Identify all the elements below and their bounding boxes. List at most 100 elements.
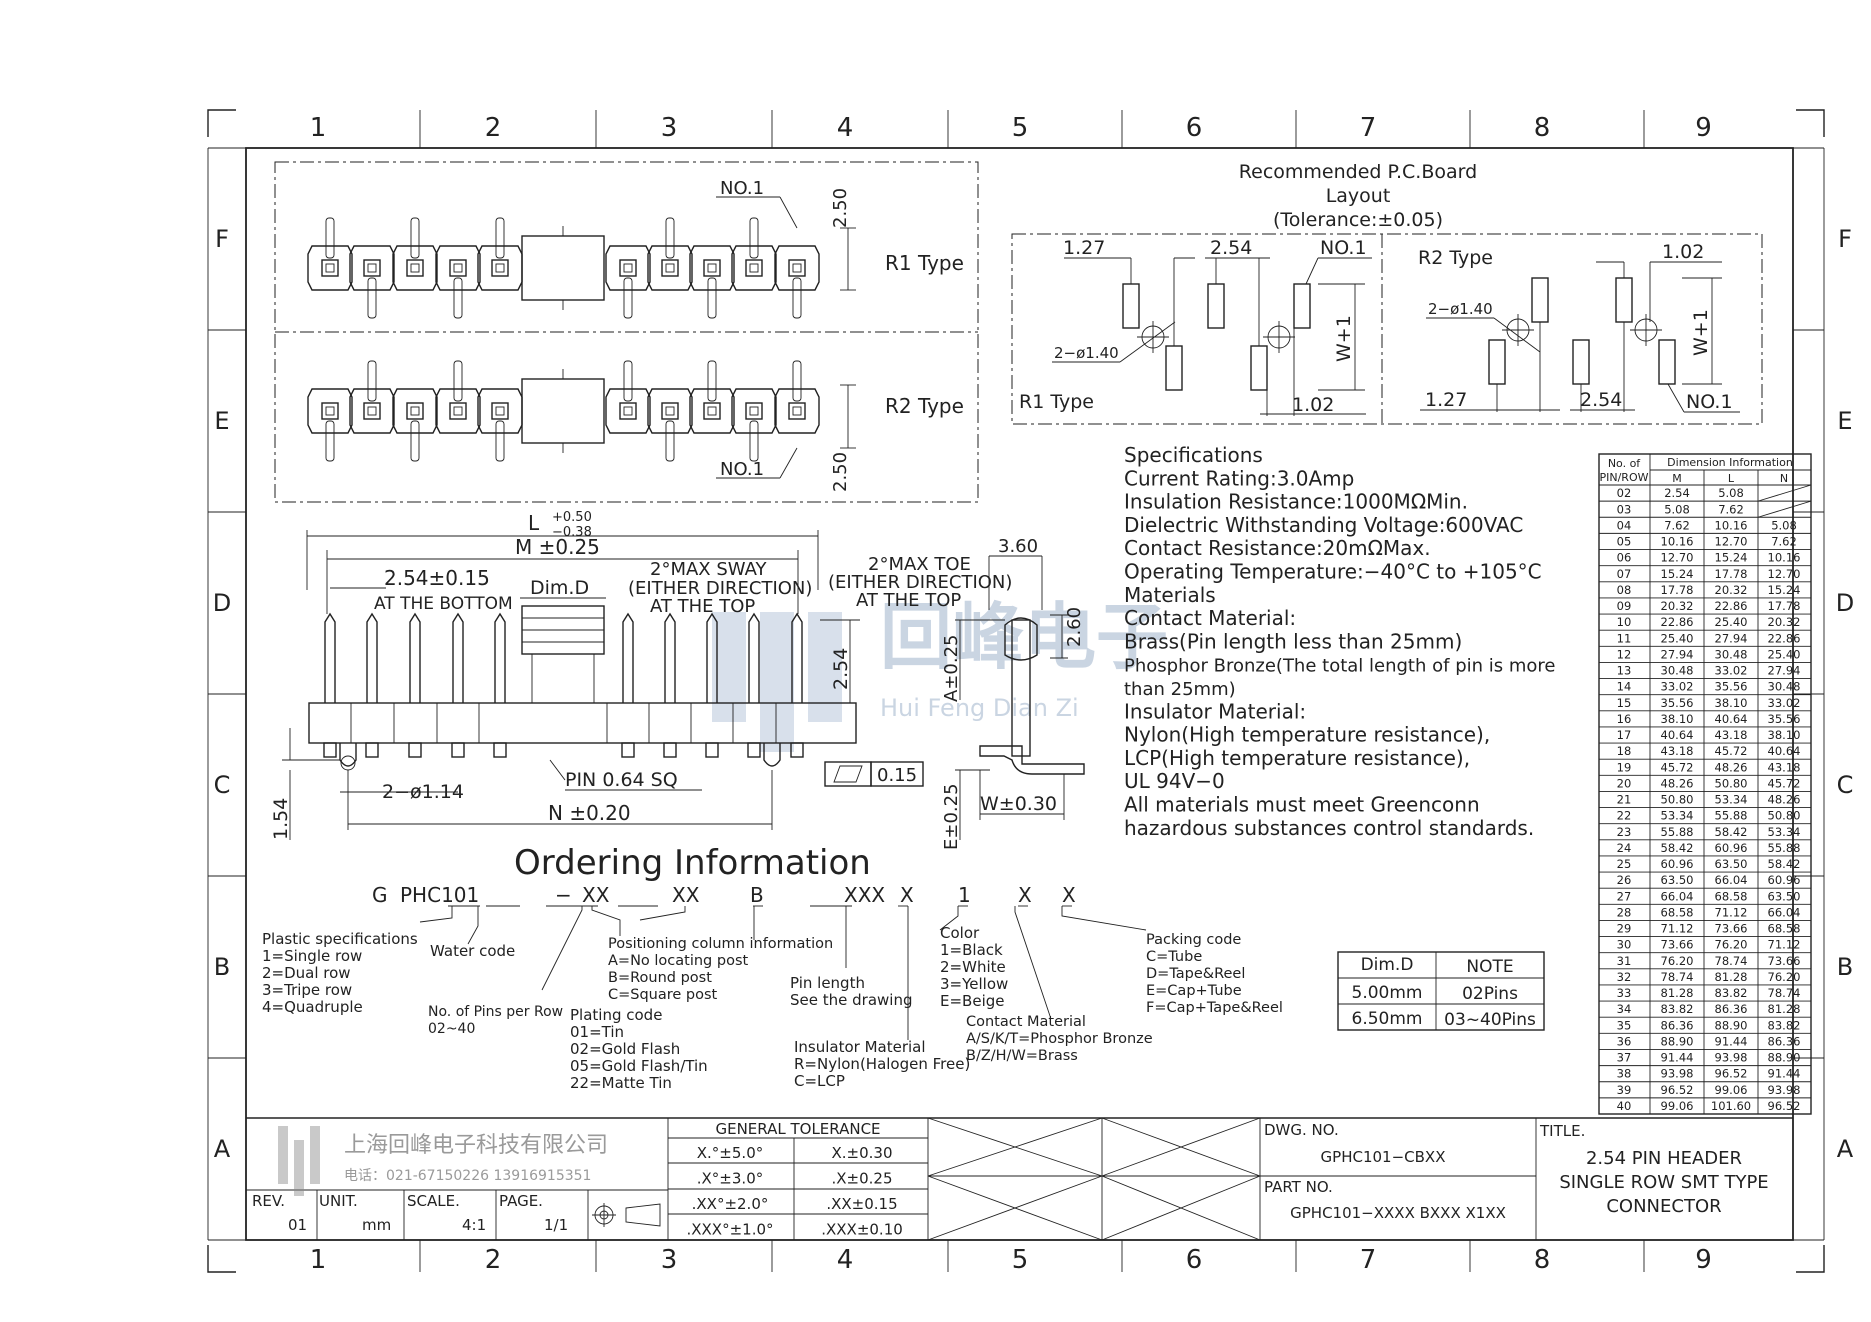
order-code-part: XX [582, 883, 610, 907]
top-view: R1 Type R2 Type NO.1 NO.1 2.50 2.50 [274, 161, 979, 503]
pin-body [731, 245, 777, 291]
row-label-left: F [215, 225, 229, 253]
column-label-bottom: 7 [1360, 1245, 1377, 1275]
dim-2-50-bottom: 2.50 [830, 452, 851, 492]
dim-table-cell: 60.96 [1768, 873, 1801, 887]
dim-table-cell: 20.32 [1661, 599, 1694, 613]
pin-lead [623, 277, 633, 319]
pcb-r2-1-02: 1.02 [1662, 241, 1704, 263]
pin-body [689, 245, 735, 291]
order-text: A=No locating post [608, 953, 749, 969]
dim-m: M ±0.25 [515, 535, 600, 559]
pin-square-inner [410, 263, 420, 273]
pin-lead [749, 420, 759, 462]
pin-tail [747, 742, 761, 758]
sway-line-1: 2°MAX SWAY [650, 559, 768, 580]
dim-table-cell: 10 [1617, 615, 1632, 629]
dim-table-cell: 30 [1617, 938, 1632, 952]
dwg-number: GPHC101−CBXX [1321, 1148, 1446, 1166]
dim-table-cell: 06 [1617, 551, 1632, 565]
dim-table-cell: 02 [1617, 486, 1632, 500]
dim-table-cell: 81.28 [1661, 986, 1694, 1000]
dim-table-cell: 60.96 [1661, 857, 1694, 871]
locating-block [521, 235, 605, 301]
dim-table-cell: 19 [1617, 760, 1632, 774]
order-text: Insulator Material [794, 1038, 926, 1056]
dim-table-cell: 30.48 [1768, 680, 1801, 694]
company-logo [278, 1126, 320, 1196]
pin-square-inner [410, 406, 420, 416]
dim-table-cell: 33.02 [1661, 680, 1694, 694]
pin-body [349, 245, 395, 291]
pcb-r1-w1: W+1 [1333, 315, 1355, 362]
dim-table-cell: 66.04 [1661, 889, 1694, 903]
dim-table-cell: 16 [1617, 712, 1632, 726]
watermark-en: Hui Feng Dian Zi [880, 694, 1079, 722]
dim-table-cell: 15.24 [1661, 567, 1694, 581]
pin-square [619, 259, 637, 277]
pin-body [307, 388, 353, 434]
column-label-top: 6 [1186, 113, 1203, 143]
pin-square [661, 259, 679, 277]
dim-table-h-pin2: PIN/ROW [1600, 471, 1649, 484]
row-label-right: D [1836, 589, 1854, 617]
pin-body [477, 245, 523, 291]
dim-table-cell: 66.04 [1768, 905, 1801, 919]
dimd-h2: NOTE [1466, 957, 1513, 977]
side-pin [748, 612, 760, 703]
order-text: C=Tube [1146, 949, 1202, 965]
dim-table-cell: 88.90 [1768, 1051, 1801, 1065]
order-text: 1=Single row [262, 947, 362, 965]
pin-body [689, 388, 735, 434]
tolerance-linear: X.±0.30 [831, 1144, 892, 1162]
pin-body [774, 388, 820, 434]
order-text: C=Square post [608, 987, 718, 1003]
title-line-1: 2.54 PIN HEADER [1586, 1148, 1742, 1169]
pin-lead [325, 420, 335, 462]
order-text: 02=Gold Flash [570, 1040, 680, 1058]
dim-table-cell: 34 [1617, 1002, 1632, 1016]
spec-line: Operating Temperature:−40°C to +105°C [1124, 560, 1542, 584]
order-code-part: B [750, 883, 764, 907]
pcb-r1-2-54: 2.54 [1210, 237, 1252, 259]
pcb-r1-label: R1 Type [1019, 391, 1094, 413]
dim-table-cell: 43.18 [1661, 744, 1694, 758]
dim-table-cell: 12 [1617, 647, 1632, 661]
pin-tail [451, 742, 465, 758]
dim-table-cell: 76.20 [1661, 954, 1694, 968]
side-pin [791, 612, 803, 703]
dim-table-cell: 13 [1617, 664, 1632, 678]
pin-square [449, 402, 467, 420]
spec-line: Current Rating:3.0Amp [1124, 466, 1354, 490]
dwg-label: DWG. NO. [1264, 1121, 1339, 1139]
company-name-cn: 上海回峰电子科技有限公司 [344, 1133, 608, 1158]
pcb-r2-pads: R2 Type 1.02 2−ø1.40 W+1 1.2 [1418, 241, 1740, 413]
company-phone: 电话：021-67150226 13916915351 [344, 1168, 591, 1184]
dim-table-cell: 73.66 [1768, 954, 1801, 968]
pcb-r2-hole: 2−ø1.40 [1428, 300, 1493, 318]
pin-square [703, 259, 721, 277]
dim-table-cell: 39 [1617, 1083, 1632, 1097]
spec-line: Phosphor Bronze(The total length of pin … [1124, 656, 1555, 677]
pin-square-inner [707, 406, 717, 416]
pcb-r1-hole: 2−ø1.40 [1054, 344, 1119, 362]
dim-2-60: 2.60 [1064, 607, 1085, 647]
pin-lead [495, 420, 505, 462]
toe-line-3: AT THE TOP [856, 590, 961, 611]
order-text: Plastic specifications [262, 930, 418, 948]
dim-table-cell: 86.36 [1768, 1034, 1801, 1048]
order-code-part: PHC101 [400, 883, 479, 907]
dim-d-label: Dim.D [530, 577, 589, 599]
dim-table-h-pin: No. of [1608, 457, 1641, 470]
at-bottom-label: AT THE BOTTOM [374, 594, 513, 614]
dim-table-cell: 31 [1617, 954, 1632, 968]
dim-table-cell: 68.58 [1768, 922, 1801, 936]
dim-l-plus: +0.50 [552, 510, 592, 525]
dimd-h1: Dim.D [1361, 955, 1414, 975]
order-text: B/Z/H/W=Brass [966, 1048, 1078, 1064]
dim-table-cell: 17 [1617, 728, 1632, 742]
pin-square [449, 259, 467, 277]
dim-table-cell: 73.66 [1661, 938, 1694, 952]
pin-lead [792, 277, 802, 319]
dim-table-cell: 32 [1617, 970, 1632, 984]
